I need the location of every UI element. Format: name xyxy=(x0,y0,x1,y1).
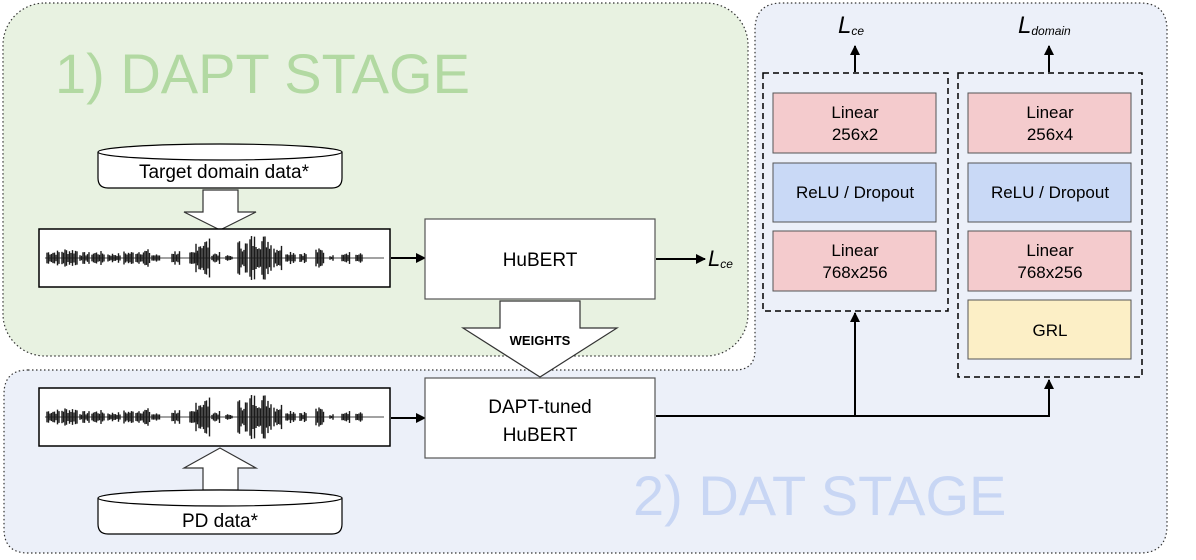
domain-linear-768x256-line1: Linear xyxy=(1026,241,1074,260)
dat-stage-title: 2) DAT STAGE xyxy=(633,464,1006,527)
dapt-tuned-hubert-box xyxy=(424,377,656,459)
dapt-tuned-hubert-label-line2: HuBERT xyxy=(503,425,578,446)
dapt-tuned-hubert-label-line1: DAPT-tuned xyxy=(488,397,592,418)
domain-grl-label: GRL xyxy=(1033,321,1068,340)
domain-linear-768x256-line2: 768x256 xyxy=(1017,263,1082,282)
domain-loss: Ldomain xyxy=(1018,12,1071,39)
pd-to-waveform-arrow xyxy=(181,447,259,491)
dapt-loss-ce: Lce xyxy=(708,246,733,271)
classifier-linear-768x256 xyxy=(772,230,937,292)
domain-grl xyxy=(967,299,1132,360)
weights-arrow xyxy=(460,300,620,378)
classifier-linear-768x256-line2: 768x256 xyxy=(822,263,887,282)
classifier-relu-dropout xyxy=(772,162,937,223)
domain-linear-768x256 xyxy=(967,230,1132,292)
classifier-linear-256x2-line2: 256x2 xyxy=(832,125,878,144)
domain-relu-dropout xyxy=(967,162,1132,223)
target-domain-data-cylinder: Target domain data* xyxy=(97,143,343,189)
domain-relu-dropout-label: ReLU / Dropout xyxy=(991,183,1109,202)
target-domain-data-label: Target domain data* xyxy=(139,162,310,183)
pd-data-cylinder: PD data* xyxy=(97,489,343,535)
pd-data-label: PD data* xyxy=(182,511,259,532)
domain-linear-256x4-line2: 256x4 xyxy=(1027,125,1073,144)
domain-head-box xyxy=(957,72,1143,378)
waveform-bottom-signal xyxy=(45,395,384,439)
waveform-top-signal xyxy=(45,236,384,280)
classifier-relu-dropout-label: ReLU / Dropout xyxy=(796,183,914,202)
target-to-waveform-arrow xyxy=(183,189,257,231)
classifier-linear-256x2 xyxy=(772,92,937,154)
domain-linear-256x4-line1: Linear xyxy=(1026,103,1074,122)
classifier-linear-768x256-line1: Linear xyxy=(831,241,879,260)
dapt-stage-title: 1) DAPT STAGE xyxy=(55,42,470,105)
domain-linear-256x4 xyxy=(967,92,1132,154)
classifier-head-box xyxy=(762,72,949,312)
classifier-linear-256x2-line1: Linear xyxy=(831,103,879,122)
classifier-loss-ce: Lce xyxy=(838,12,864,39)
hubert-box xyxy=(424,218,656,300)
hubert-label: HuBERT xyxy=(503,250,578,271)
weights-label: WEIGHTS xyxy=(510,333,571,348)
